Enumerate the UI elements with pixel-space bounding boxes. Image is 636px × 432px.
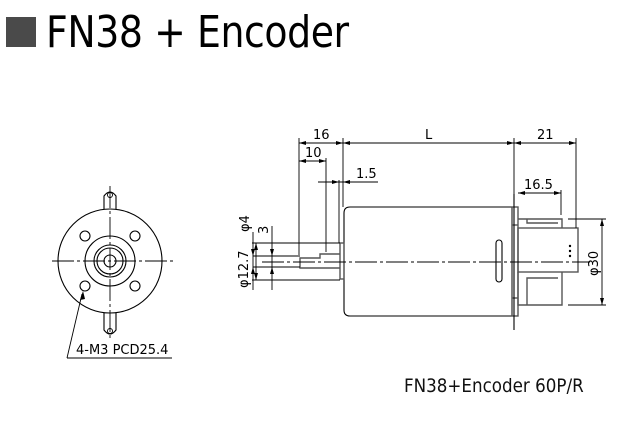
arrow-icon — [299, 141, 306, 145]
mount-hole — [129, 230, 141, 242]
dim-L: L — [425, 128, 433, 143]
arrow-icon — [332, 180, 339, 184]
arrow-icon — [518, 191, 525, 195]
arrow-icon — [254, 273, 258, 280]
dim-16: 16 — [313, 128, 330, 143]
dim-21: 21 — [537, 128, 554, 143]
shaft-side — [299, 253, 340, 269]
mount-tab-bottom — [103, 306, 117, 335]
front-boss — [339, 242, 345, 280]
encoder-outline — [526, 277, 558, 305]
motor-body — [343, 206, 513, 317]
arrow-icon — [299, 159, 306, 163]
mount-hole — [129, 280, 141, 292]
arrow-icon — [251, 267, 255, 274]
body-slot — [495, 239, 503, 283]
dim-16-5: 16.5 — [524, 178, 553, 193]
encoder-pin — [568, 254, 572, 258]
encoder-outline — [518, 218, 563, 228]
arrow-icon — [336, 141, 343, 145]
side-view: 16 L 21 10 1.5 16.5 φ12.7 — [237, 128, 606, 330]
front-view: 4-M3 PCD25.4 — [52, 186, 173, 359]
encoder-pin — [568, 249, 572, 253]
arrow-icon — [343, 180, 350, 184]
front-view-label: 4-M3 PCD25.4 — [76, 343, 168, 358]
arrow-icon — [270, 267, 274, 274]
leader-arrow — [80, 291, 85, 300]
end-flange — [511, 206, 519, 317]
dim-10: 10 — [305, 146, 322, 161]
encoder-pin — [568, 244, 572, 248]
arrow-icon — [270, 249, 274, 256]
arrow-icon — [600, 298, 604, 305]
encoder-outline — [517, 272, 563, 306]
encoder — [517, 218, 579, 306]
leader-line — [66, 293, 83, 359]
encoder-housing — [517, 227, 579, 273]
arrow-icon — [251, 249, 255, 256]
arrow-icon — [343, 141, 350, 145]
arrow-icon — [514, 141, 521, 145]
arrow-icon — [600, 219, 604, 226]
dim-phi30: φ30 — [587, 251, 602, 276]
arrow-icon — [254, 243, 258, 250]
arrow-icon — [569, 141, 576, 145]
title-text: FN38 + Encoder — [46, 6, 349, 58]
dim-phi12-7: φ12.7 — [237, 250, 252, 288]
mount-hole — [79, 230, 91, 242]
arrow-icon — [319, 159, 326, 163]
title-bullet-icon — [6, 17, 36, 47]
dim-phi4: φ4 — [238, 215, 253, 232]
dim-1-5: 1.5 — [356, 167, 377, 182]
drawing-caption: FN38+Encoder 60P/R — [404, 375, 584, 397]
dim-3: 3 — [257, 226, 272, 234]
encoder-outline — [526, 219, 558, 224]
mount-hole — [79, 280, 91, 292]
arrow-icon — [507, 141, 514, 145]
arrow-icon — [554, 191, 561, 195]
page-title: FN38 + Encoder — [6, 2, 398, 62]
